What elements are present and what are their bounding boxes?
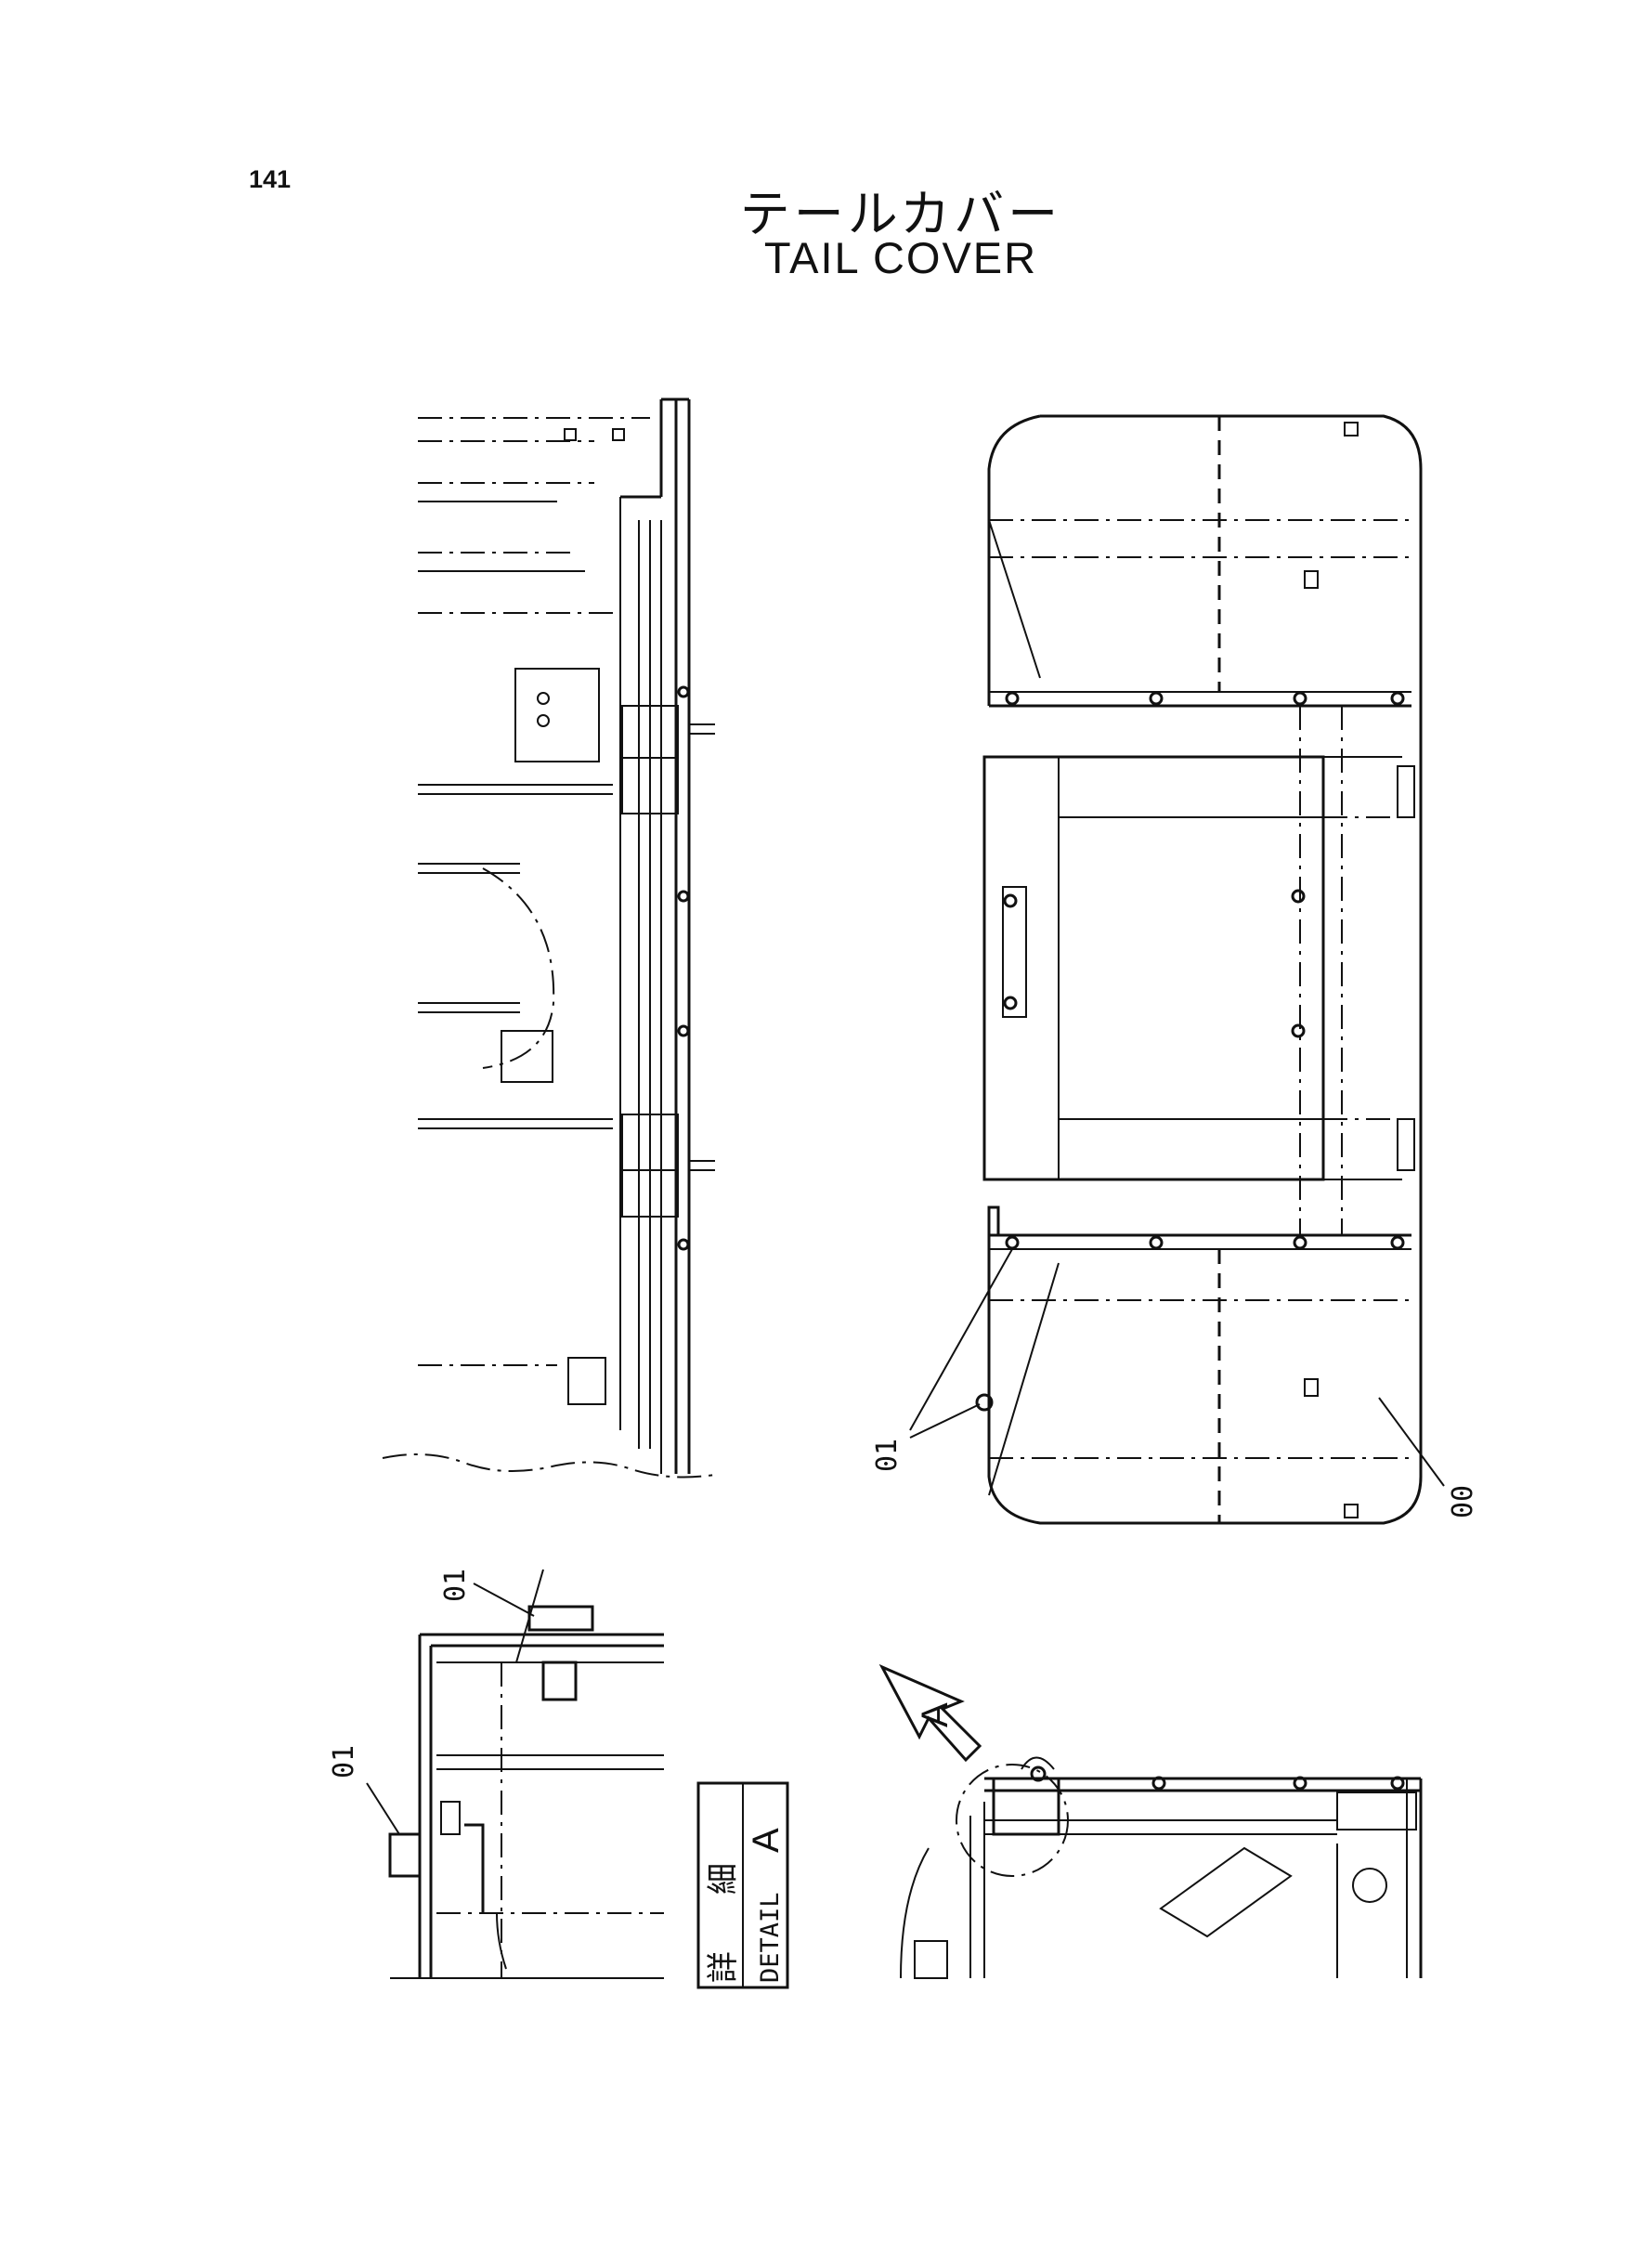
title-japanese: テールカバー	[739, 185, 1062, 243]
detail-letter: A	[746, 1828, 787, 1853]
title-english: TAIL COVER	[763, 233, 1038, 282]
plan-view: 01 00	[871, 414, 1479, 1525]
detail-jp-2: 細	[705, 1863, 742, 1895]
callout-01-plan: 01	[871, 1439, 904, 1472]
detail-jp-1: 詳	[705, 1951, 742, 1983]
plan-bolts	[975, 422, 1405, 1518]
view-arrow-letter: A	[915, 1702, 956, 1727]
callout-01-detail-top: 01	[439, 1569, 472, 1602]
view-a-section: A	[878, 1663, 1423, 1979]
detail-a-label-box: A 詳 細 DETAIL	[696, 1781, 789, 1989]
detail-a-view: 01 01	[328, 1569, 664, 1979]
callout-01-detail-left: 01	[328, 1745, 360, 1778]
detail-word: DETAIL	[756, 1892, 785, 1983]
page-number: 141	[249, 165, 292, 193]
callout-00-plan: 00	[1447, 1485, 1479, 1518]
side-view	[382, 397, 716, 1479]
